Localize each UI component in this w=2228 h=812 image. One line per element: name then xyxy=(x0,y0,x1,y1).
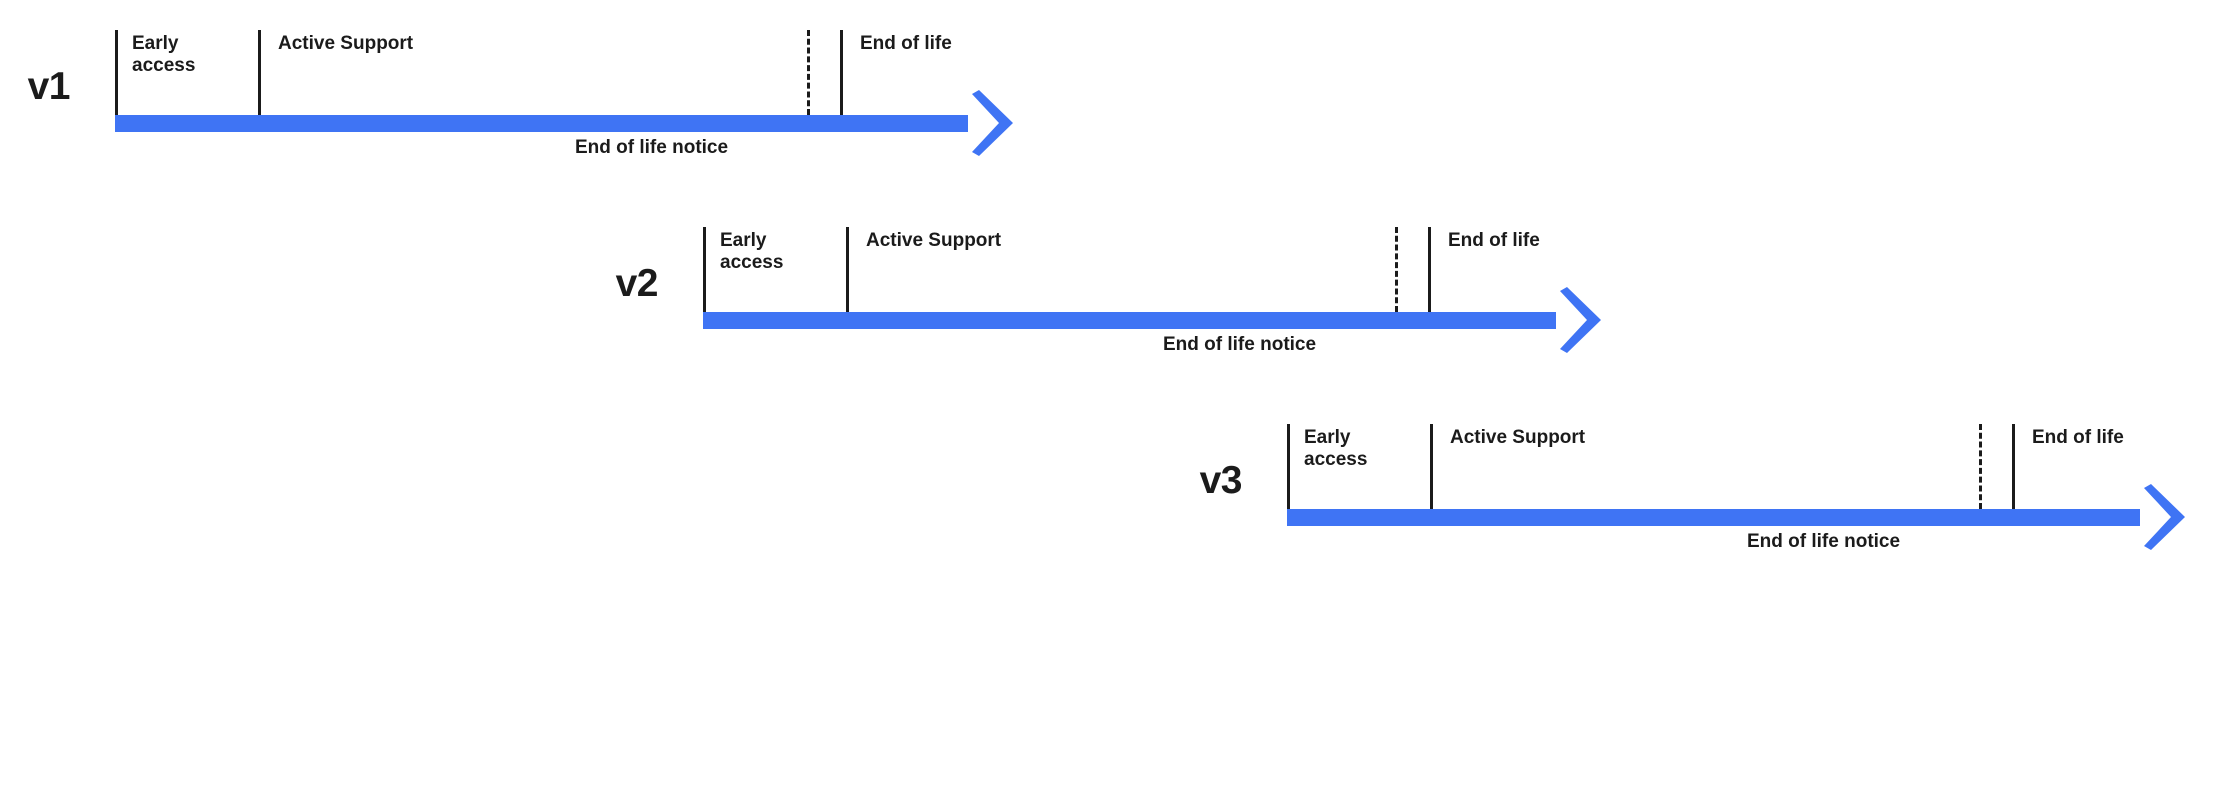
phase-divider-end-of-life xyxy=(1428,227,1431,312)
phase-divider-start xyxy=(1287,424,1290,509)
phase-divider-end-of-life xyxy=(840,30,843,115)
phase-divider-early-access-end xyxy=(258,30,261,115)
timeline-row-v1: v1 Early access Active Support End of li… xyxy=(0,15,1200,215)
phase-divider-early-access-end xyxy=(846,227,849,312)
phase-label-active-support: Active Support xyxy=(1450,427,1586,448)
version-label-v3: v3 xyxy=(1199,459,1243,502)
end-of-life-notice-marker xyxy=(807,30,810,115)
version-label-v2: v2 xyxy=(615,262,659,305)
bar-caption-end-of-life-notice: End of life notice xyxy=(1747,531,1901,552)
phase-label-early-access: Early access xyxy=(1304,427,1368,471)
version-label-v1: v1 xyxy=(27,65,71,108)
arrow-head-icon xyxy=(2137,484,2185,550)
timeline-row-v3: v3 Early access Active Support End of li… xyxy=(1172,409,2228,609)
phase-label-early-access: Early access xyxy=(720,230,784,274)
arrow-head-icon xyxy=(965,90,1013,156)
end-of-life-notice-marker xyxy=(1395,227,1398,312)
lifecycle-bar xyxy=(1287,509,2140,526)
phase-divider-early-access-end xyxy=(1430,424,1433,509)
bar-caption-end-of-life-notice: End of life notice xyxy=(575,137,729,158)
phase-divider-start xyxy=(115,30,118,115)
lifecycle-bar xyxy=(115,115,968,132)
phase-divider-end-of-life xyxy=(2012,424,2015,509)
phase-label-active-support: Active Support xyxy=(278,33,414,54)
phase-label-early-access: Early access xyxy=(132,33,196,77)
phase-divider-start xyxy=(703,227,706,312)
phase-label-end-of-life: End of life xyxy=(860,33,952,54)
timeline-row-v2: v2 Early access Active Support End of li… xyxy=(588,212,1788,412)
end-of-life-notice-marker xyxy=(1979,424,1982,509)
phase-label-end-of-life: End of life xyxy=(2032,427,2124,448)
phase-label-active-support: Active Support xyxy=(866,230,1002,251)
arrow-head-icon xyxy=(1553,287,1601,353)
phase-label-end-of-life: End of life xyxy=(1448,230,1540,251)
bar-caption-end-of-life-notice: End of life notice xyxy=(1163,334,1317,355)
lifecycle-bar xyxy=(703,312,1556,329)
